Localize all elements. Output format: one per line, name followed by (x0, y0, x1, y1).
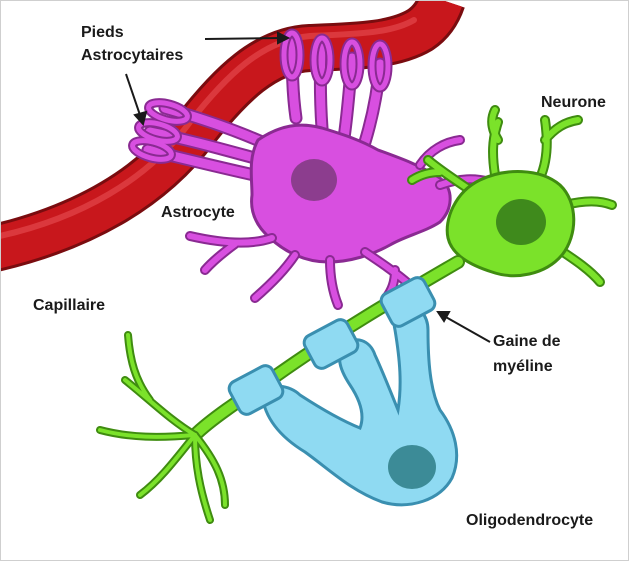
oligodendrocyte-nucleus (388, 445, 436, 489)
neuron-nucleus (496, 199, 546, 245)
oligodendrocyte (226, 275, 456, 505)
label-pieds-line1: Pieds (81, 22, 124, 44)
astrocyte-nucleus (291, 159, 337, 201)
label-astrocyte: Astrocyte (161, 202, 235, 224)
label-neurone: Neurone (541, 92, 606, 114)
label-capillaire: Capillaire (33, 295, 105, 317)
label-pieds-line2: Astrocytaires (81, 45, 183, 67)
pieds-arrow-right (205, 38, 282, 39)
gaine-arrow (444, 316, 490, 342)
label-oligodendrocyte: Oligodendrocyte (466, 510, 593, 532)
label-gaine-line2: myéline (493, 356, 553, 378)
astrocyte-body (251, 125, 450, 262)
gaine-arrowhead (438, 312, 449, 321)
pieds-arrow-down (126, 74, 141, 118)
label-gaine-line1: Gaine de (493, 331, 561, 353)
